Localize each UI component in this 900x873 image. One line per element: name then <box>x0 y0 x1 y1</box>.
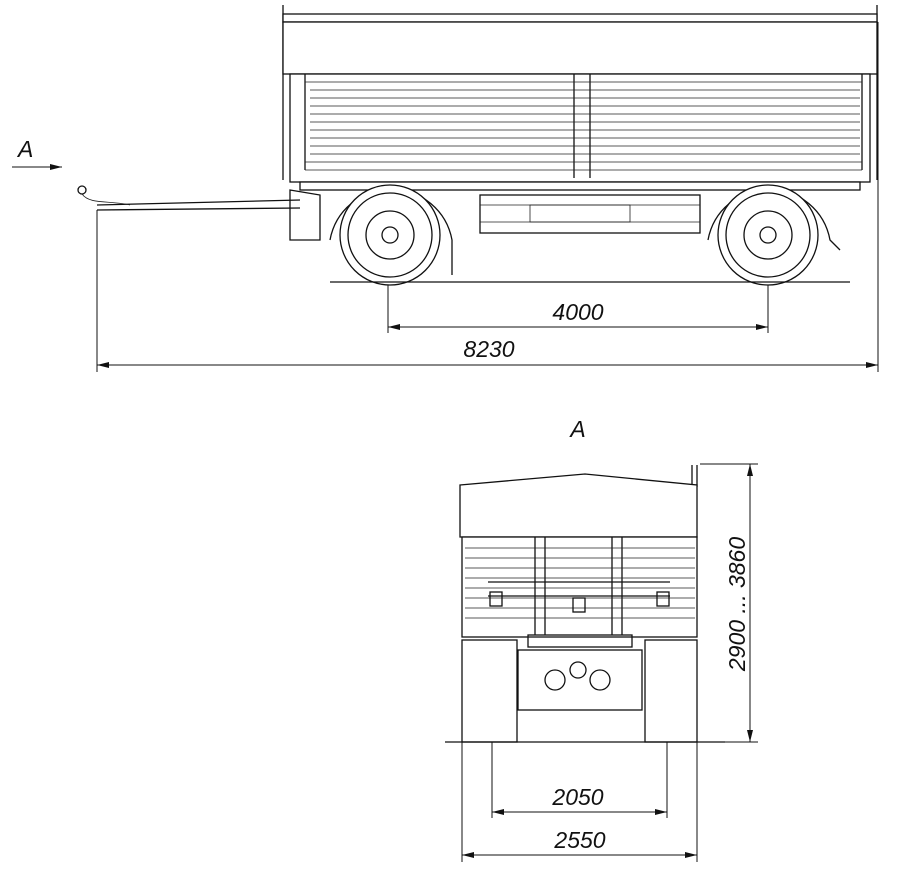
side-board <box>289 73 871 183</box>
right-wheel-front <box>644 639 698 743</box>
view-arrow-label: A <box>16 136 33 162</box>
height-range-dimension: 2900 ... 3860 <box>724 537 750 672</box>
side-view <box>77 5 878 286</box>
tarp-cover-front <box>459 473 698 538</box>
wheelbase-dimension: 4000 <box>552 299 603 325</box>
overall-length-dimension: 8230 <box>463 336 514 362</box>
front-view <box>445 465 725 743</box>
side-dimensions: 4000 8230 <box>96 22 879 372</box>
axle-assembly <box>517 649 643 711</box>
track-width-dimension: 2050 <box>551 784 603 810</box>
drawbar <box>77 185 321 241</box>
rear-board <box>461 536 698 638</box>
view-arrow-a: A <box>12 136 62 170</box>
left-wheel-front <box>461 639 518 743</box>
view-a-title: A <box>568 416 585 442</box>
tarp-cover <box>282 21 878 75</box>
rear-wheel <box>717 184 819 286</box>
front-dimensions: 2900 ... 3860 2050 2550 <box>461 463 758 862</box>
front-wheel <box>339 184 441 286</box>
overall-width-dimension: 2550 <box>553 827 605 853</box>
chassis-frame <box>479 194 701 234</box>
